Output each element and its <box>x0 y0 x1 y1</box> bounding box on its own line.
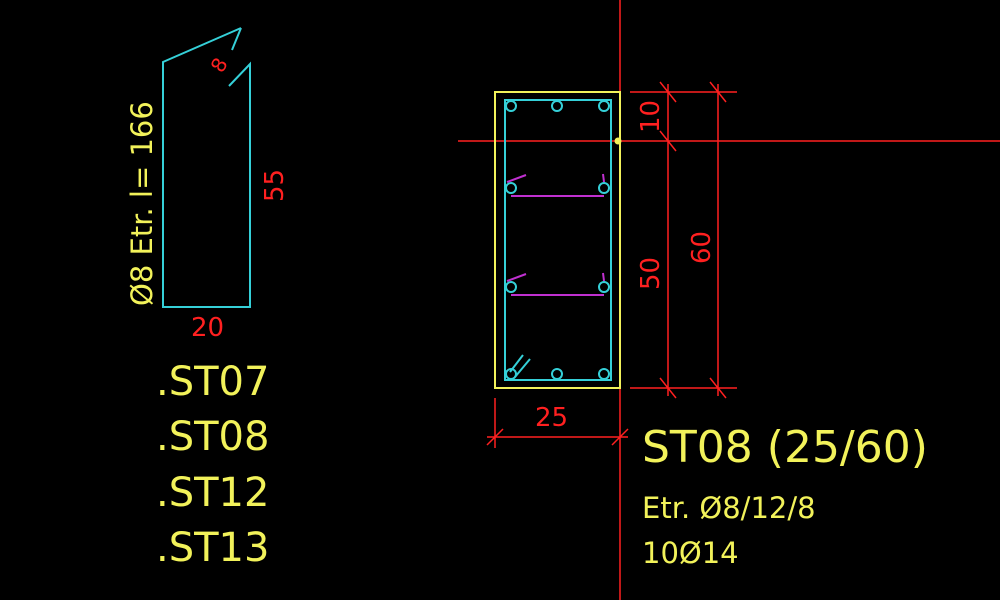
dim-cover: 10 <box>636 100 666 133</box>
beam-outline <box>494 91 621 389</box>
dimension-lines <box>486 81 737 448</box>
section-list-item[interactable]: .ST07 <box>156 359 269 405</box>
dim-inner: 50 <box>636 257 666 290</box>
section-stirrups: Etr. Ø8/12/8 <box>642 491 816 525</box>
dim-width: 25 <box>535 403 568 433</box>
stirrup-dim-width: 20 <box>191 313 224 343</box>
stirrup-dim-hook: 8 <box>206 53 233 76</box>
rebar-bars <box>505 100 610 380</box>
tie-bars <box>506 173 605 296</box>
stirrup-dim-height: 55 <box>260 169 290 202</box>
section-list-item[interactable]: .ST12 <box>156 470 269 516</box>
stirrup-outline <box>504 99 612 381</box>
section-title: ST08 (25/60) <box>642 422 928 473</box>
dim-total: 60 <box>687 231 717 264</box>
section-list-item[interactable]: .ST13 <box>156 525 269 571</box>
stirrup-label: Ø8 Etr. l= 166 <box>125 101 159 306</box>
section-list-item[interactable]: .ST08 <box>156 414 269 460</box>
stirrup-shape <box>162 27 251 308</box>
section-bars: 10Ø14 <box>642 536 739 570</box>
